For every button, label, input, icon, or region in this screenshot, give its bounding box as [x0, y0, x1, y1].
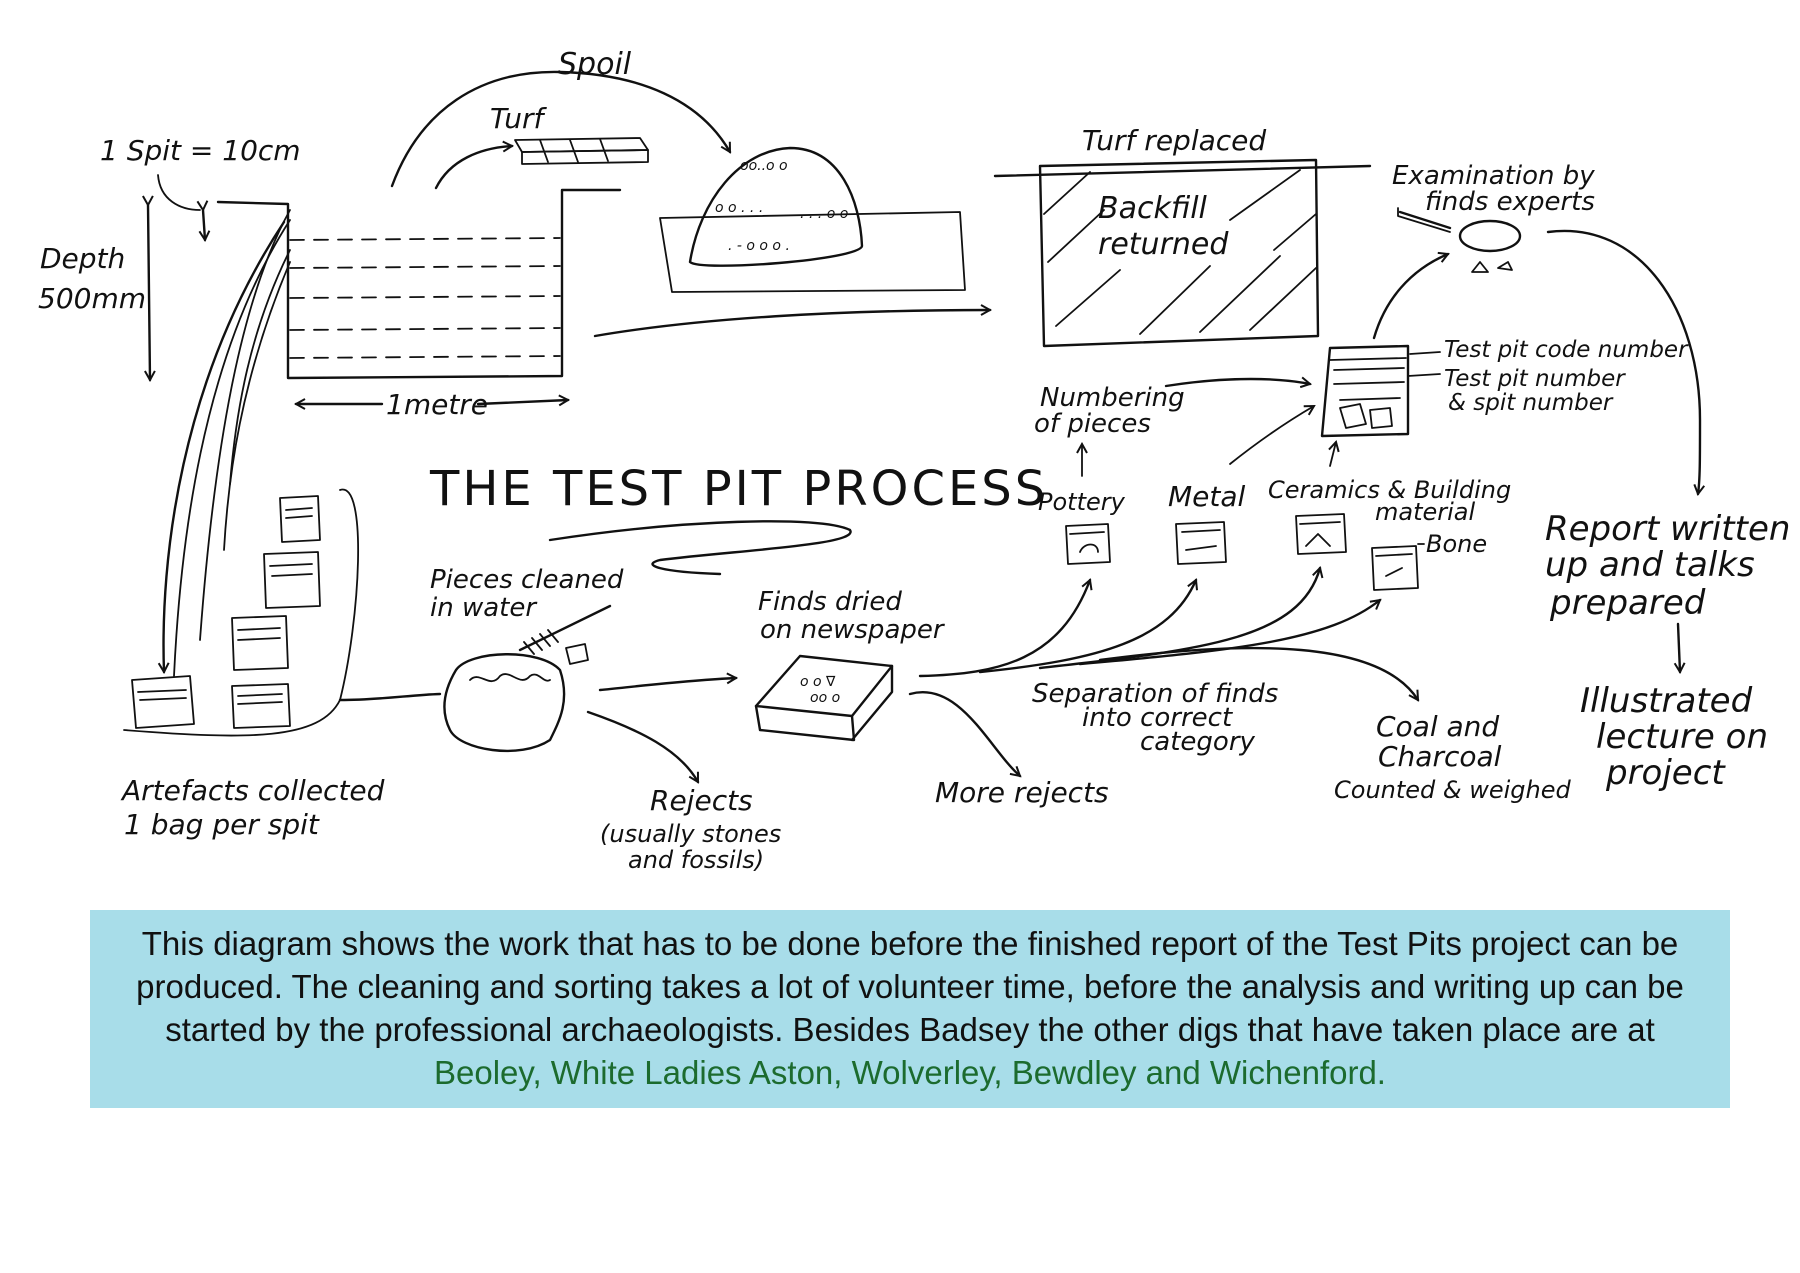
metal-bag-icon	[1175, 521, 1227, 565]
ceramics-bag-icon	[1295, 513, 1347, 555]
caption-box: This diagram shows the work that has to …	[90, 910, 1730, 1108]
spoil-label: Spoil	[558, 47, 632, 82]
separation-category-label: category	[1140, 727, 1256, 757]
drying-tray-icon: o o ∇ oo o	[754, 654, 894, 742]
bone-bag-icon	[1371, 545, 1419, 591]
svg-text:. - o o o .: . - o o o .	[728, 238, 790, 254]
depth-label: Depth	[40, 242, 125, 275]
test-pit-code-label: Test pit code number	[1444, 337, 1689, 363]
labelled-finds-bag-icon	[1320, 344, 1410, 438]
report-written-label: Report written	[1545, 509, 1790, 549]
water-bowl-icon	[443, 653, 566, 753]
backfill-returned-label: returned	[1098, 227, 1229, 262]
separation-correct-label: into correct	[1082, 703, 1233, 733]
artefact-bags	[131, 495, 321, 729]
svg-text:o o ∇: o o ∇	[800, 674, 836, 690]
illustrated-project-label: project	[1605, 753, 1726, 793]
separation-label: Separation of finds	[1032, 679, 1278, 709]
test-pit-number-label: Test pit number	[1444, 366, 1626, 392]
depth-value-label: 500mm	[38, 282, 146, 315]
caption-places: Beoley, White Ladies Aston, Wolverley, B…	[434, 1054, 1386, 1091]
backfill-label: Backfill	[1098, 191, 1208, 226]
ceramics-label: Ceramics & Building	[1268, 476, 1511, 504]
metal-label: Metal	[1168, 480, 1246, 513]
turf-label: Turf	[490, 102, 548, 135]
report-talks-label: up and talks	[1545, 545, 1755, 585]
pottery-label: Pottery	[1038, 488, 1126, 516]
rejects-stones-label: (usually stones	[600, 820, 781, 848]
examination-label: Examination by	[1392, 161, 1595, 191]
artefacts-collected-label: Artefacts collected	[120, 774, 385, 807]
turf-stack-icon	[514, 137, 649, 165]
ceramics-material-label: material	[1375, 498, 1476, 526]
test-pit-drawing	[216, 188, 622, 380]
finds-dried-label: Finds dried	[758, 587, 902, 617]
depth-dimension	[148, 174, 205, 380]
turf-replaced-label: Turf replaced	[1082, 124, 1266, 157]
metre-label: 1metre	[386, 388, 488, 421]
svg-text:oo o: oo o	[810, 690, 840, 706]
diagram-title: THE TEST PIT PROCESS	[429, 461, 1048, 517]
numbering-label: Numbering	[1040, 383, 1185, 413]
more-rejects-label: More rejects	[935, 776, 1109, 809]
spit-label: 1 Spit = 10cm	[100, 134, 301, 167]
spoil-heap-icon: oo..o o o o . . . . . . o o . - o o o .	[659, 146, 966, 293]
backfill-box	[1038, 158, 1320, 348]
coal-label: Coal and	[1376, 710, 1499, 743]
report-prepared-label: prepared	[1549, 583, 1706, 623]
svg-text:. . . o o: . . . o o	[800, 206, 848, 222]
numbering-pieces-label: of pieces	[1034, 409, 1151, 439]
caption-text: This diagram shows the work that has to …	[136, 925, 1684, 1048]
pieces-cleaned-label: Pieces cleaned	[430, 565, 624, 595]
pottery-bag-icon	[1065, 523, 1111, 565]
rejects-fossils-label: and fossils)	[628, 846, 764, 874]
spit-number-label: & spit number	[1448, 390, 1614, 416]
bag-per-spit-label: 1 bag per spit	[124, 808, 320, 841]
counted-weighed-label: Counted & weighed	[1334, 776, 1572, 804]
rejects-label: Rejects	[650, 784, 753, 817]
on-newspaper-label: on newspaper	[760, 615, 946, 645]
bone-label: Bone	[1426, 530, 1487, 558]
metre-dimension	[296, 400, 568, 404]
illustrated-label: Illustrated	[1580, 681, 1753, 721]
in-water-label: in water	[430, 593, 538, 623]
finds-experts-label: finds experts	[1425, 187, 1595, 217]
svg-text:oo..o o: oo..o o	[740, 158, 788, 174]
illustrated-lecture-label: lecture on	[1596, 717, 1768, 757]
charcoal-label: Charcoal	[1378, 740, 1502, 773]
brush-icon	[518, 604, 612, 665]
magnifying-glass-icon	[1397, 207, 1522, 273]
svg-text:o o . . .: o o . . .	[715, 200, 763, 216]
